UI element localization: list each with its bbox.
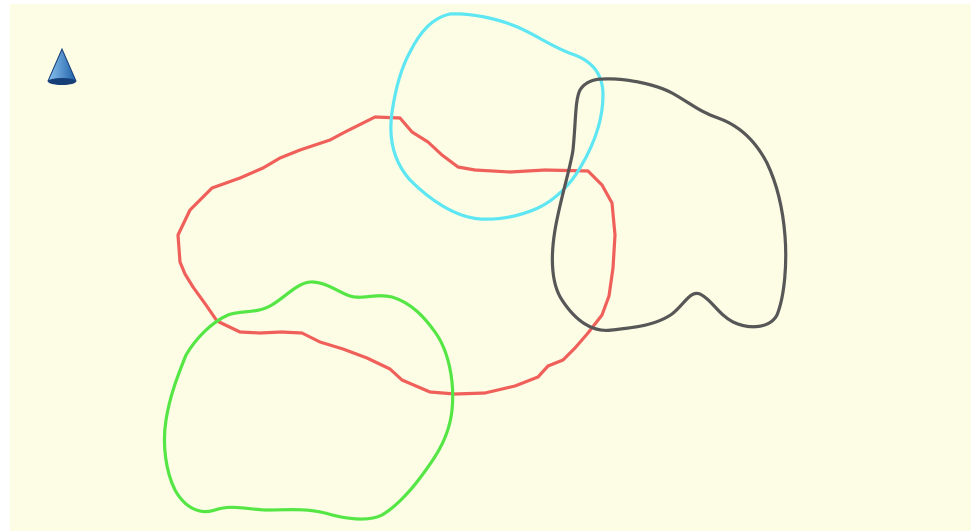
green-loop-shape[interactable] xyxy=(162,280,455,521)
canvas-background xyxy=(10,4,971,531)
cone-icon[interactable] xyxy=(47,47,77,85)
black-loop-shape[interactable] xyxy=(550,77,788,333)
cyan-loop-shape[interactable] xyxy=(389,12,605,221)
red-loop-shape[interactable] xyxy=(176,115,617,396)
